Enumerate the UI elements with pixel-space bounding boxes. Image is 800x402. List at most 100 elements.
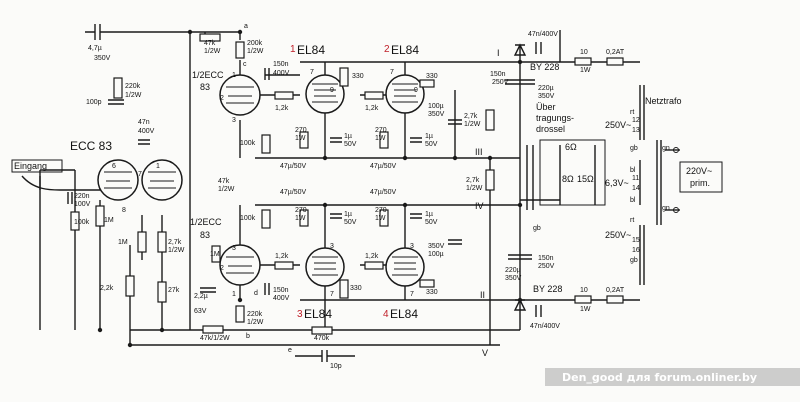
- val-r10-top-w: 1W: [580, 67, 591, 74]
- label-prim-a: 220V~: [686, 166, 712, 176]
- pin-3-el3: 3: [330, 243, 334, 250]
- label-ohm6: 6Ω: [565, 142, 577, 152]
- label-sec-mid: 6,3V~: [605, 178, 629, 188]
- label-el84-2: EL84: [391, 43, 419, 57]
- val-c150n-r-v: 250V: [492, 79, 509, 86]
- val-r200k-w: 1/2W: [247, 48, 264, 55]
- val-c100p: 100p: [86, 99, 102, 106]
- val-fuse-bot: 0,2AT: [606, 287, 625, 294]
- label-eingang: Eingang: [14, 161, 47, 171]
- watermark-text: Den_good для forum.onliner.by: [562, 371, 757, 384]
- term-15: 15: [632, 237, 640, 244]
- label-num-1: 1: [290, 44, 296, 55]
- val-r10-top: 10: [580, 49, 588, 56]
- val-r270-c: 270: [295, 207, 307, 214]
- val-r12k-top: 1,2k: [275, 105, 289, 112]
- pin-3-el4: 3: [410, 243, 414, 250]
- wire-gn-2: gn: [662, 205, 670, 212]
- pin-2-b: 2: [220, 95, 224, 102]
- val-r220k-bot: 220k: [247, 311, 263, 318]
- wire-bl-1: bl: [630, 167, 636, 174]
- pin-3-c: 3: [232, 245, 236, 252]
- val-r47k-top: 47k: [204, 40, 216, 47]
- val-r200k: 200k: [247, 40, 263, 47]
- label-roman-I: I: [497, 48, 500, 58]
- resistors: [70, 33, 624, 335]
- label-roman-IV: IV: [475, 201, 484, 211]
- label-num-4: 4: [383, 309, 389, 320]
- input-jack: [11, 159, 63, 191]
- val-r220k-bot-w: 1/2W: [247, 319, 264, 326]
- output-transformer: [526, 139, 606, 210]
- val-c100u-b-v: 350V: [428, 243, 445, 250]
- pin-2-c: 2: [220, 265, 224, 272]
- val-c47n: 47n: [138, 119, 150, 126]
- label-ohm15: 15Ω: [577, 174, 594, 184]
- val-r27k-r-w: 1/2W: [464, 121, 481, 128]
- val-c220u-bot-v: 350V: [505, 275, 522, 282]
- label-node-b: b: [246, 333, 250, 340]
- val-r270-a: 270: [295, 127, 307, 134]
- val-c47u-a: 47µ/50V: [280, 163, 307, 170]
- watermark-background: [545, 368, 800, 386]
- val-r27k-r2-w: 1/2W: [466, 185, 483, 192]
- val-r270-b: 270: [375, 127, 387, 134]
- tube-el84-1: [305, 74, 345, 114]
- label-prim-b: prim.: [690, 178, 710, 188]
- pin-7-el1: 7: [310, 69, 314, 76]
- label-num-2: 2: [384, 44, 390, 55]
- term-14: 14: [632, 185, 640, 192]
- label-uebertr-c: drossel: [536, 124, 565, 134]
- val-c1u-b-v: 50V: [425, 141, 438, 148]
- label-node-e: e: [288, 347, 292, 354]
- label-netztrafo: Netztrafo: [645, 96, 682, 106]
- label-el84-3: EL84: [304, 307, 332, 321]
- val-r270-c-w: 1W: [295, 215, 306, 222]
- wire-rt-2: rt: [630, 217, 634, 224]
- pin-7-el3: 7: [330, 291, 334, 298]
- val-r100k-top: 100k: [240, 140, 256, 147]
- val-c100u-b: 100µ: [428, 251, 444, 258]
- term-16: 16: [632, 247, 640, 254]
- term-13: 13: [632, 127, 640, 134]
- val-r1m-a: 1M: [104, 217, 114, 224]
- val-c150n-top-v: 400V: [273, 70, 290, 77]
- val-r22k: 2,2k: [100, 285, 114, 292]
- val-r220k-a: 220k: [125, 83, 141, 90]
- val-r330-b: 330: [426, 73, 438, 80]
- val-r10-bot-w: 1W: [580, 306, 591, 313]
- tube-el84-4: [385, 247, 425, 287]
- val-r27k-r: 2,7k: [464, 113, 478, 120]
- val-r47k-bot: 47k/1/2W: [200, 335, 230, 342]
- pin-1-b: 1: [232, 72, 236, 79]
- val-c1u-c-v: 50V: [344, 219, 357, 226]
- val-c47u-d: 47µ/50V: [370, 189, 397, 196]
- val-r12k-top-2: 1,2k: [365, 105, 379, 112]
- val-c47n-v: 400V: [138, 128, 155, 135]
- val-c150n-bot: 150n: [538, 255, 554, 262]
- term-12: 12: [632, 117, 640, 124]
- val-c47u-b: 47µ/50V: [370, 163, 397, 170]
- pin-9-el1: 9: [330, 87, 334, 94]
- val-r330-d: 330: [426, 289, 438, 296]
- junctions: [97, 29, 523, 348]
- val-r47k-mid: 47k: [218, 178, 230, 185]
- val-r10-bot: 10: [580, 287, 588, 294]
- label-ohm8: 8Ω: [562, 174, 574, 184]
- val-r270-d: 270: [375, 207, 387, 214]
- val-r1m-b: 1M: [118, 239, 128, 246]
- val-c47n-bot: 47n/400V: [530, 323, 560, 330]
- val-c150n-top: 150n: [273, 61, 289, 68]
- label-roman-II: II: [480, 290, 485, 300]
- val-c1u-a: 1µ: [344, 133, 352, 140]
- wire-rt-1: rt: [630, 109, 634, 116]
- val-fuse-top: 0,2AT: [606, 49, 625, 56]
- tube-ecc83-left-a: [97, 159, 139, 201]
- capacitors: [67, 24, 542, 362]
- val-r270-d-w: 1W: [375, 215, 386, 222]
- value-labels: 4,7µ 350V 220k 1/2W 100p 47n 400V 220n 1…: [74, 31, 670, 370]
- label-sec-bot: 250V~: [605, 230, 631, 240]
- val-c100u-a: 100µ: [428, 103, 444, 110]
- val-r27k-r2: 2,7k: [466, 177, 480, 184]
- wire-gb-2: gb: [630, 257, 638, 264]
